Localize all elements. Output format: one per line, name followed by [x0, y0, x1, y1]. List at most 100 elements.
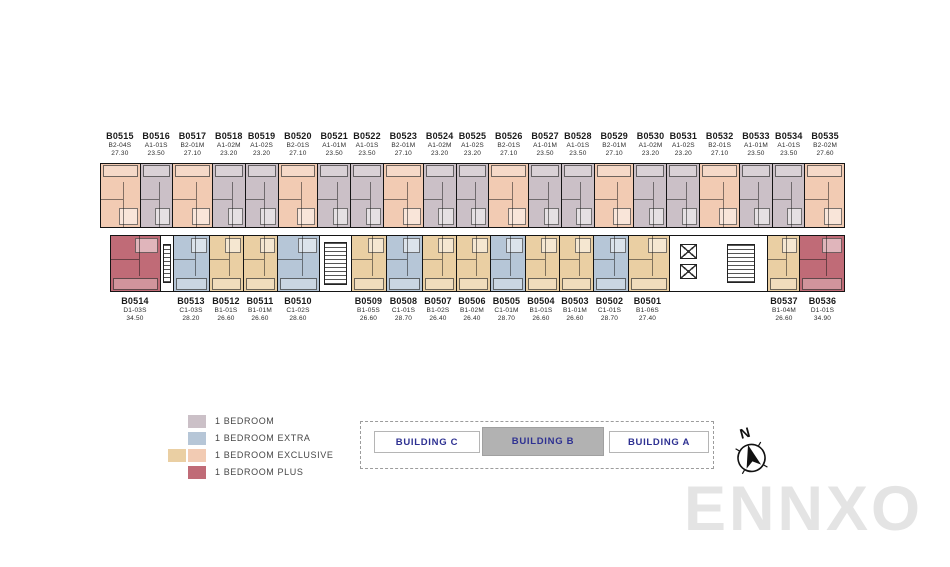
unit-B0536[interactable] [799, 236, 845, 291]
interior-wall [456, 259, 476, 261]
interior-wall [140, 198, 160, 200]
unit-B0513[interactable] [173, 236, 210, 291]
unit-type: A1-02M [216, 141, 241, 149]
balcony [807, 165, 843, 177]
unit-B0517[interactable] [172, 164, 213, 227]
unit-B0519[interactable] [244, 164, 278, 227]
bathroom [402, 207, 421, 225]
bathroom [613, 207, 632, 225]
unit-B0504[interactable] [524, 236, 559, 291]
balcony [176, 278, 208, 290]
bathroom [260, 207, 276, 225]
balcony [425, 165, 454, 177]
unit-B0535[interactable] [804, 164, 845, 227]
unit-B0506[interactable] [455, 236, 490, 291]
unit-B0508[interactable] [386, 236, 422, 291]
interior-wall [525, 259, 545, 261]
unit-B0512[interactable] [209, 236, 244, 291]
interior-wall [174, 259, 195, 261]
balcony [492, 278, 523, 290]
unit-B0525[interactable] [455, 164, 489, 227]
balcony [424, 278, 454, 290]
interior-wall [264, 181, 266, 227]
interior-wall [229, 236, 231, 276]
balcony [802, 278, 843, 290]
unit-code: B0517 [178, 130, 207, 141]
interior-wall [475, 236, 477, 276]
interior-wall [407, 236, 409, 276]
interior-wall [490, 259, 511, 261]
stairwell [319, 236, 352, 291]
unit-code: B0523 [389, 130, 418, 141]
unit-B0527[interactable] [528, 164, 561, 227]
building-tab-c[interactable]: BUILDING C [374, 431, 480, 453]
unit-B0501[interactable] [627, 236, 669, 291]
unit-type: A1-02S [671, 141, 695, 149]
unit-B0510[interactable] [277, 236, 320, 291]
balcony [280, 278, 318, 290]
unit-B0522[interactable] [350, 164, 384, 227]
unit-B0514[interactable] [111, 236, 160, 291]
unit-B0537[interactable] [767, 236, 800, 291]
bathroom [155, 207, 171, 225]
unit-type: B1-01S [529, 307, 553, 315]
unit-type: D1-03S [123, 307, 147, 315]
unit-B0528[interactable] [560, 164, 594, 227]
unit-type: B2-01S [708, 141, 732, 149]
interior-wall [529, 198, 548, 200]
elevator-icon [679, 264, 697, 279]
unit-B0503[interactable] [558, 236, 593, 291]
unit-B0515[interactable] [101, 164, 140, 227]
bathroom [135, 238, 158, 254]
unit-B0502[interactable] [592, 236, 628, 291]
bathroom [787, 207, 803, 225]
unit-type: B1-05S [357, 307, 380, 315]
bathroom [437, 238, 454, 254]
unit-B0531[interactable] [666, 164, 700, 227]
unit-B0507[interactable] [421, 236, 456, 291]
interior-wall [768, 259, 787, 261]
balcony [669, 165, 698, 177]
bathroom [191, 207, 211, 225]
unit-B0524[interactable] [422, 164, 456, 227]
interior-wall [544, 236, 546, 276]
building-tab-b[interactable]: BUILDING B [482, 427, 604, 456]
unit-B0518[interactable] [212, 164, 245, 227]
unit-B0520[interactable] [277, 164, 318, 227]
bathroom [648, 238, 667, 254]
unit-area: 27.40 [638, 315, 657, 323]
interior-wall [245, 198, 265, 200]
unit-B0521[interactable] [317, 164, 351, 227]
unit-B0511[interactable] [243, 236, 278, 291]
unit-code: B0519 [247, 130, 276, 141]
unit-B0530[interactable] [633, 164, 667, 227]
unit-type: A1-02M [638, 141, 663, 149]
interior-wall [593, 259, 614, 261]
unit-B0526[interactable] [488, 164, 529, 227]
unit-B0509[interactable] [351, 236, 387, 291]
interior-wall [442, 181, 444, 227]
unit-B0523[interactable] [383, 164, 423, 227]
unit-B0505[interactable] [489, 236, 525, 291]
interior-wall [652, 236, 654, 276]
interior-wall [772, 198, 792, 200]
unit-B0529[interactable] [593, 164, 634, 227]
balcony [103, 165, 138, 177]
unit-B0532[interactable] [699, 164, 739, 227]
unit-B0516[interactable] [139, 164, 173, 227]
unit-B0533[interactable] [738, 164, 772, 227]
building-tab-a[interactable]: BUILDING A [609, 431, 709, 453]
interior-wall [613, 236, 615, 276]
unit-B0534[interactable] [771, 164, 805, 227]
unit-type: B1-01M [563, 307, 587, 315]
